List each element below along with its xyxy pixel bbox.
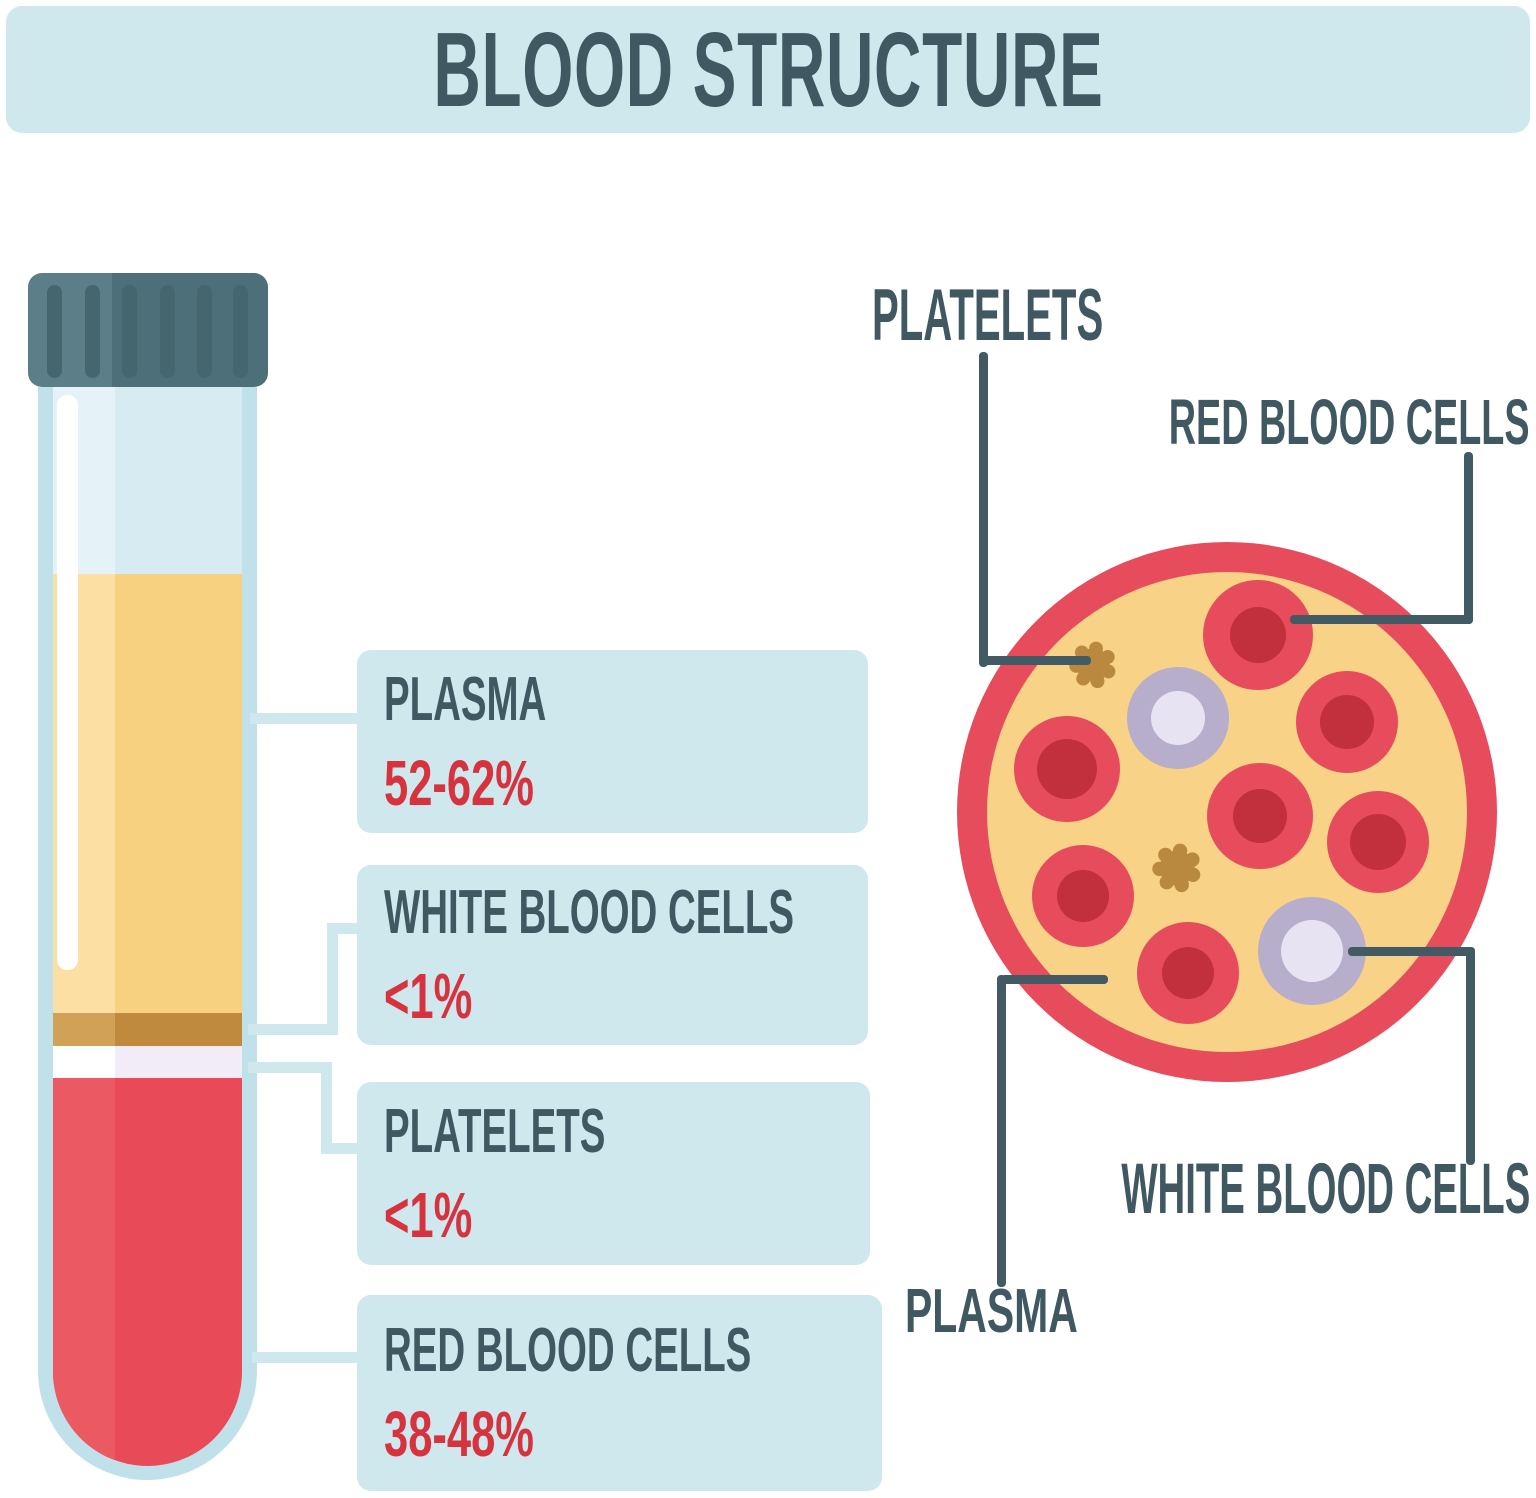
legend-value-platelets: <1%: [384, 1178, 473, 1251]
legend-box-plasma: PLASMA 52-62%: [357, 650, 868, 833]
leader-platelets-h: [979, 656, 1091, 665]
tube-layer-white-cells-layer: [53, 1046, 242, 1078]
tube-layer-air: [53, 387, 242, 574]
legend-label-white-blood-cells: WHITE BLOOD CELLS: [384, 878, 795, 947]
connector-white-cells-h1: [248, 1024, 338, 1035]
leader-red-cells-h: [1290, 615, 1473, 624]
cap-rib: [85, 285, 100, 378]
tube-layer-red-cells-layer: [53, 1078, 242, 1466]
connector-platelets-h1: [248, 1062, 332, 1073]
legend-label-red-blood-cells: RED BLOOD CELLS: [384, 1316, 752, 1385]
tube-layer-band: [53, 1013, 115, 1046]
vessel-label-plasma: PLASMA: [905, 1277, 1078, 1346]
leader-red-cells-v: [1464, 452, 1473, 624]
legend-box-white-blood-cells: WHITE BLOOD CELLS <1%: [357, 865, 868, 1045]
tube-highlight-stripe: [57, 395, 78, 970]
tube-layer-band: [53, 1046, 115, 1078]
cap-rib: [122, 285, 137, 378]
test-tube-cap: [28, 273, 268, 387]
vessel-label-platelets: PLATELETS: [872, 275, 1104, 356]
tube-layer-platelets-layer: [53, 1013, 242, 1046]
test-tube-contents: [53, 387, 242, 1466]
leader-white-cells-h: [1348, 947, 1475, 956]
vessel-label-white-blood-cells: WHITE BLOOD CELLS: [1121, 1150, 1530, 1229]
leader-platelets-v: [979, 352, 988, 667]
leader-white-cells-v: [1466, 947, 1475, 1165]
connector-white-cells-v: [327, 923, 338, 1035]
legend-box-platelets: PLATELETS <1%: [357, 1082, 870, 1265]
legend-label-platelets: PLATELETS: [384, 1096, 606, 1166]
legend-label-plasma: PLASMA: [384, 664, 547, 734]
leader-plasma-h: [1001, 975, 1108, 984]
vessel-label-red-blood-cells: RED BLOOD CELLS: [1169, 386, 1530, 458]
leader-plasma-v: [997, 975, 1006, 1287]
connector-platelets-h2: [321, 1143, 357, 1154]
cap-rib: [233, 285, 248, 378]
cap-rib: [160, 285, 175, 378]
connector-white-cells-h2: [327, 923, 357, 934]
legend-value-white-blood-cells: <1%: [384, 960, 473, 1032]
tube-layer-plasma: [53, 574, 242, 1013]
tube-layer-band: [53, 1078, 115, 1466]
legend-value-plasma: 52-62%: [384, 746, 535, 819]
connector-red-cells: [252, 1352, 357, 1363]
cap-rib: [197, 285, 212, 378]
connector-plasma: [250, 713, 357, 724]
page-title: BLOOD STRUCTURE: [432, 10, 1104, 129]
cap-rib: [47, 285, 62, 378]
legend-value-red-blood-cells: 38-48%: [384, 1398, 535, 1470]
connector-platelets-v: [321, 1062, 332, 1154]
title-banner: BLOOD STRUCTURE: [6, 6, 1530, 133]
legend-box-red-blood-cells: RED BLOOD CELLS 38-48%: [357, 1295, 882, 1491]
